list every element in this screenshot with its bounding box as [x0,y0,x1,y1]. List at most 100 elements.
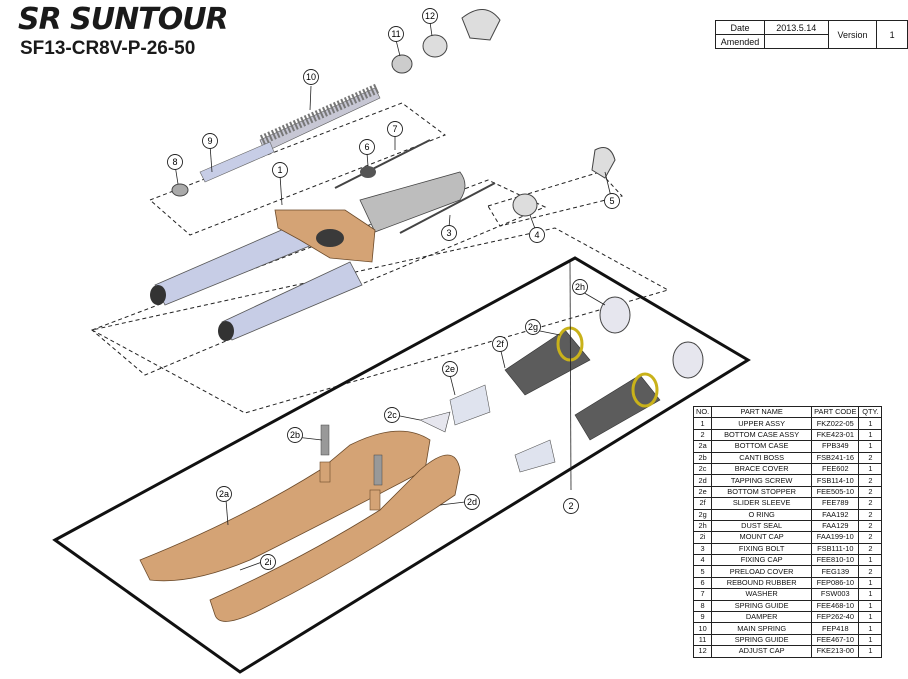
part-name: MAIN SPRING [711,622,813,635]
callout-9: 9 [202,133,218,149]
part-qty: 1 [858,611,883,624]
callout-label: 3 [446,228,451,238]
part-no: 4 [692,554,713,567]
part-no: 2d [692,474,713,487]
callout-7: 7 [387,121,403,137]
part-name: SPRING GUIDE [711,599,813,613]
slider-parts [419,296,704,473]
part-code: FSB111-10 [811,542,860,556]
part-qty: 1 [858,588,883,601]
callout-label: 2h [575,282,585,292]
callout-label: 2 [568,501,573,511]
part-no: 11 [692,633,713,647]
callout-circle [572,279,588,295]
callout-circle [442,361,458,377]
part-name: O RING [711,508,813,521]
part-code: FEE810-10 [811,554,860,567]
part-no: 1 [692,417,713,430]
callout-label: 12 [425,11,435,21]
header-qty: QTY. [858,405,883,419]
callout-6: 6 [359,139,375,155]
callout-4: 4 [529,227,545,243]
callout-circle [525,319,541,335]
spring-assembly [171,9,501,197]
callout-circle [563,498,579,514]
part-qty: 2 [858,508,883,521]
part-no: 2g [692,508,713,521]
part-no: 2 [692,428,713,442]
callout-label: 7 [392,124,397,134]
callout-2f: 2f [492,336,508,352]
callout-label: 2i [264,557,271,567]
part-no: 5 [692,565,713,578]
part-qty: 1 [858,417,883,430]
part-no: 8 [692,599,713,613]
header-part-code: PART CODE [811,405,860,419]
part-qty: 1 [858,440,883,453]
part-code: FKZ022-05 [811,417,860,430]
callout-11: 11 [388,26,404,42]
callout-circle [287,427,303,443]
bottom-case-frame [52,256,751,674]
part-code: FEP086-10 [811,576,860,590]
version-label: Version [827,20,878,49]
header-part-name: PART NAME [711,405,813,419]
part-name: REBOUND RUBBER [711,576,813,590]
header-no: NO. [692,405,713,419]
part-qty: 1 [858,554,883,567]
callout-label: 4 [534,230,539,240]
part-code: FEE602 [811,462,860,476]
part-no: 12 [692,645,713,658]
callout-2b: 2b [287,427,303,443]
part-code: FSB114-10 [811,474,860,487]
part-qty: 1 [858,428,883,442]
callout-label: 2g [528,322,538,332]
callout-2d: 2d [464,494,480,510]
part-name: PRELOAD COVER [711,565,813,578]
part-name: ADJUST CAP [711,645,813,658]
part-qty: 1 [858,633,883,647]
callout-circle [387,121,403,137]
callout-label: 2b [290,430,300,440]
part-name: FIXING BOLT [711,542,813,556]
upper-group-outline [149,102,447,236]
part-no: 2h [692,519,713,533]
part-qty: 1 [858,622,883,635]
part-qty: 2 [858,519,883,533]
part-code: FAA199-10 [811,531,860,544]
part-name: TAPPING SCREW [711,474,813,487]
part-code: FSB241-16 [811,451,860,464]
part-code: FEP418 [811,622,860,635]
part-qty: 1 [858,645,883,658]
callout-label: 9 [207,136,212,146]
part-qty: 2 [858,497,883,510]
callout-circle [384,407,400,423]
part-code: FAA192 [811,508,860,521]
part-qty: 1 [858,462,883,476]
part-name: SLIDER SLEEVE [711,497,813,510]
callout-circle [604,193,620,209]
callout-circle [272,162,288,178]
part-qty: 2 [858,542,883,556]
callout-circle [303,69,319,85]
part-code: FEE467-10 [811,633,860,647]
part-code: FPB349 [811,440,860,453]
callout-label: 2a [219,489,229,499]
parts-table-header: NO. PART NAME PART CODE QTY. [692,405,883,419]
callout-2e: 2e [442,361,458,377]
callout-2a: 2a [216,486,232,502]
part-qty: 2 [858,474,883,487]
part-no: 2i [692,531,713,544]
part-name: BOTTOM CASE [711,440,813,453]
callout-label: 1 [277,165,282,175]
